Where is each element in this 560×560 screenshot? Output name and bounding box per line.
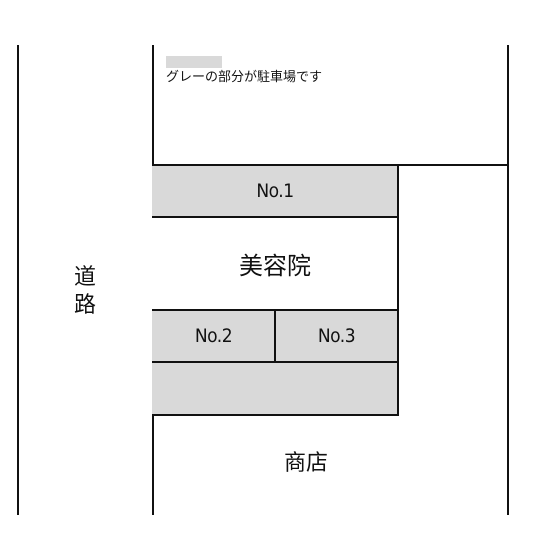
lot-left-line-top bbox=[152, 45, 154, 166]
shop-label: 商店 bbox=[284, 451, 329, 476]
beauty-salon: 美容院 bbox=[152, 217, 398, 310]
road-label: 道 路 bbox=[74, 265, 97, 318]
parking-space-1-label: No.1 bbox=[256, 180, 294, 202]
legend-swatch bbox=[166, 56, 222, 68]
parking-space-3: No.3 bbox=[275, 310, 398, 362]
right-boundary-line bbox=[507, 45, 509, 515]
legend-text: グレーの部分が駐車場です bbox=[166, 70, 323, 85]
parking-space-1: No.1 bbox=[152, 165, 398, 217]
lot-left-line-bottom bbox=[152, 414, 154, 515]
parking-space-2-label: No.2 bbox=[194, 325, 233, 347]
beauty-salon-label: 美容院 bbox=[239, 252, 311, 280]
parking-area-lower bbox=[152, 362, 398, 415]
parking-space-3-label: No.3 bbox=[317, 325, 356, 347]
shop-top-line bbox=[152, 414, 399, 416]
parking1-bottom-line bbox=[152, 216, 399, 218]
parking23-divider-line bbox=[274, 309, 276, 362]
top-block-bottom-line bbox=[152, 164, 509, 166]
parking23-bottom-line bbox=[152, 361, 399, 363]
salon-block-right-line bbox=[397, 164, 399, 416]
parking-space-2: No.2 bbox=[152, 310, 275, 362]
road-edge-line bbox=[17, 45, 19, 515]
